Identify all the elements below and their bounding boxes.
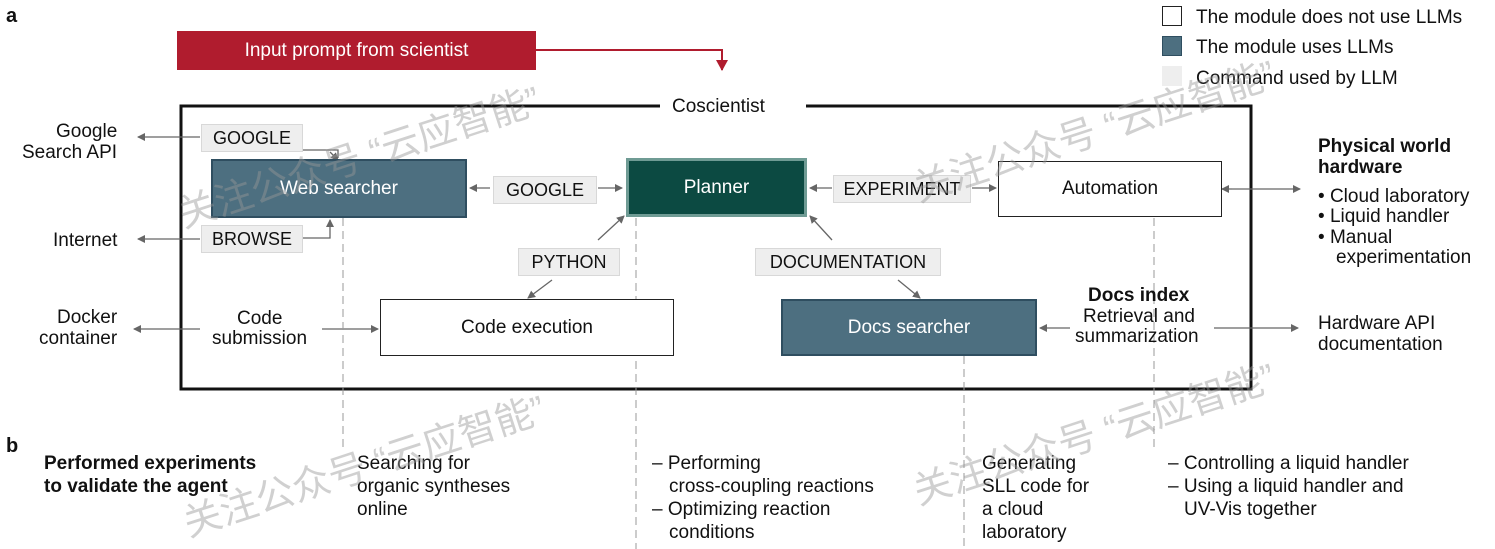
physical-item-0: • Cloud laboratory <box>1318 186 1470 207</box>
exp-col4-1: – Using a liquid handler and <box>1168 476 1404 497</box>
code-submission-label-1: Code <box>237 308 283 329</box>
exp-col2-0: – Performing <box>652 453 761 474</box>
hardware-api-line-2: documentation <box>1318 334 1443 355</box>
exp-col4-2: UV-Vis together <box>1184 499 1317 520</box>
legend-no-llm: The module does not use LLMs <box>1196 7 1463 28</box>
docs-index-title: Docs index <box>1088 285 1190 306</box>
physical-item-text: Cloud laboratory <box>1329 186 1470 207</box>
physical-item-text: Manual <box>1329 227 1393 248</box>
command-experiment: EXPERIMENT <box>833 175 971 203</box>
exp-col1-0: Searching for <box>357 453 471 474</box>
automation-module: Automation <box>998 161 1222 217</box>
exp-col4-0: – Controlling a liquid handler <box>1168 453 1409 474</box>
web-searcher-module: Web searcher <box>211 159 467 218</box>
docs-index-line-2: summarization <box>1075 326 1199 347</box>
legend-uses-llm: The module uses LLMs <box>1196 37 1394 58</box>
command-google-mid: GOOGLE <box>493 176 597 204</box>
code-execution-module: Code execution <box>380 299 674 356</box>
input-prompt-arrow <box>536 49 728 71</box>
physical-item-text: Liquid handler <box>1329 206 1450 227</box>
code-submission-label-2: submission <box>212 328 308 349</box>
physical-hardware-title-1: Physical world <box>1318 136 1452 157</box>
exp-col3-1: SLL code for <box>982 476 1090 497</box>
panel-label-a: a <box>6 5 18 27</box>
command-google-top: GOOGLE <box>201 124 303 152</box>
docs-searcher-module: Docs searcher <box>781 299 1037 356</box>
panel-label-b: b <box>6 435 19 457</box>
planner-module: Planner <box>626 158 807 217</box>
google-api-label-2: Search API <box>22 142 118 163</box>
input-prompt-box: Input prompt from scientist <box>177 31 536 70</box>
legend-swatch-command <box>1162 66 1182 86</box>
legend-command: Command used by LLM <box>1196 68 1398 89</box>
coscientist-title: Coscientist <box>672 96 765 117</box>
physical-item-2-cont: experimentation <box>1336 247 1472 268</box>
coscientist-frame <box>179 104 1253 391</box>
exp-col1-1: organic syntheses <box>357 476 511 497</box>
physical-item-2: • Manual <box>1318 227 1393 248</box>
docs-index-line-1: Retrieval and <box>1083 306 1195 327</box>
command-browse: BROWSE <box>201 225 303 253</box>
command-documentation: DOCUMENTATION <box>755 248 941 276</box>
physical-item-1: • Liquid handler <box>1318 206 1450 227</box>
internet-label: Internet <box>53 230 118 251</box>
command-python: PYTHON <box>518 248 620 276</box>
docker-label-1: Docker <box>57 307 118 328</box>
exp-col2-1: cross-coupling reactions <box>669 476 874 497</box>
exp-col1-2: online <box>357 499 408 520</box>
exp-col2-3: conditions <box>669 522 755 543</box>
docker-label-2: container <box>39 328 118 349</box>
experiments-title-1: Performed experiments <box>44 453 257 474</box>
legend-swatch-llm <box>1162 36 1182 56</box>
physical-hardware-title-2: hardware <box>1318 157 1403 178</box>
exp-col3-0: Generating <box>982 453 1077 474</box>
legend-swatch-no-llm <box>1162 6 1182 26</box>
hardware-api-line-1: Hardware API <box>1318 313 1436 334</box>
exp-col2-2: – Optimizing reaction <box>652 499 831 520</box>
exp-col3-3: laboratory <box>982 522 1067 543</box>
experiments-title-2: to validate the agent <box>44 476 228 497</box>
exp-col3-2: a cloud <box>982 499 1044 520</box>
google-api-label-1: Google <box>56 121 118 142</box>
